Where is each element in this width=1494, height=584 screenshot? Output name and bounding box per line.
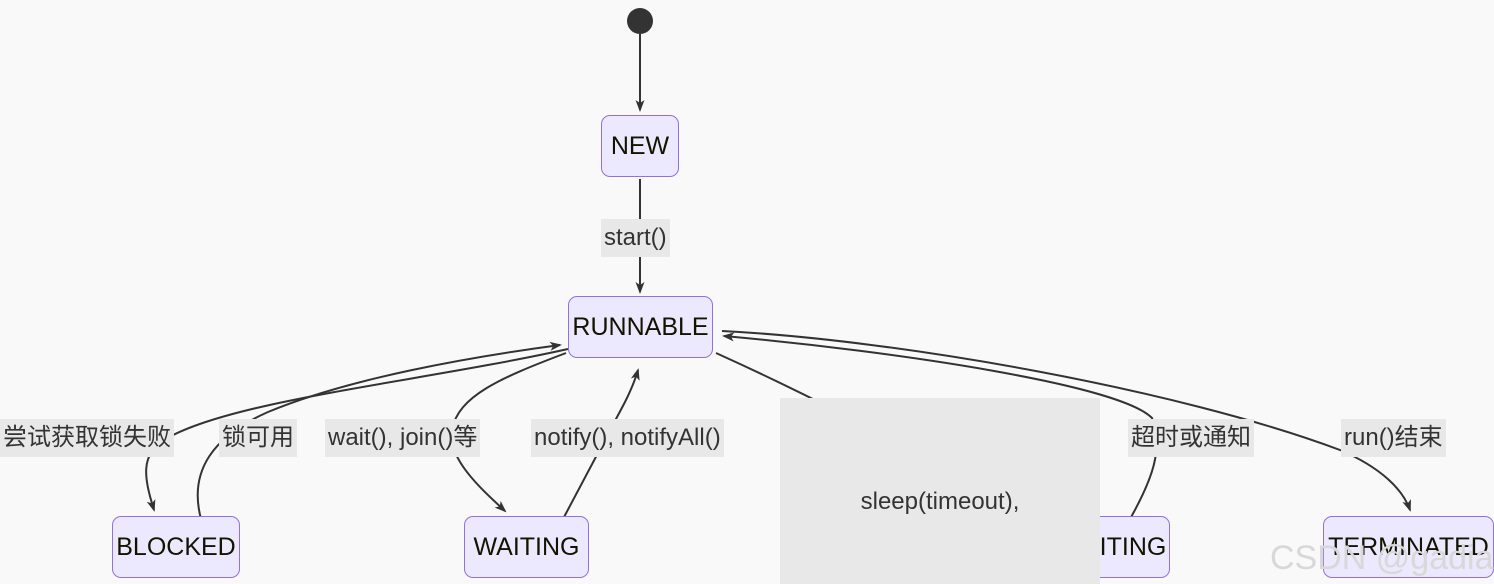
state-node-blocked[interactable]: BLOCKED [112, 516, 240, 578]
edge-label-sleep-wait-timeout-line1: sleep(timeout), [860, 488, 1020, 515]
edge-label-lock-available: 锁可用 [219, 419, 297, 457]
edge-label-sleep-wait-timeout: sleep(timeout), wait(timeout)等 [780, 398, 1100, 584]
state-node-new[interactable]: NEW [601, 115, 679, 177]
edge-label-run-finished: run()结束 [1341, 419, 1446, 457]
state-label-waiting: WAITING [473, 532, 580, 561]
edge-label-timeout-or-notify: 超时或通知 [1128, 419, 1254, 457]
state-label-terminated: TERMINATED [1328, 532, 1489, 561]
state-node-runnable[interactable]: RUNNABLE [568, 296, 713, 358]
state-label-new: NEW [610, 131, 670, 160]
state-label-blocked: BLOCKED [116, 532, 236, 561]
edge-label-start: start() [601, 219, 670, 257]
state-label-runnable: RUNNABLE [572, 312, 709, 341]
start-state-point [627, 8, 653, 34]
edge-label-wait-join: wait(), join()等 [325, 419, 481, 457]
edge-label-acquire-lock-failed: 尝试获取锁失败 [0, 419, 174, 457]
state-node-terminated[interactable]: TERMINATED [1323, 516, 1494, 578]
state-node-waiting[interactable]: WAITING [464, 516, 589, 578]
edge-label-notify-notifyall: notify(), notifyAll() [531, 419, 724, 457]
